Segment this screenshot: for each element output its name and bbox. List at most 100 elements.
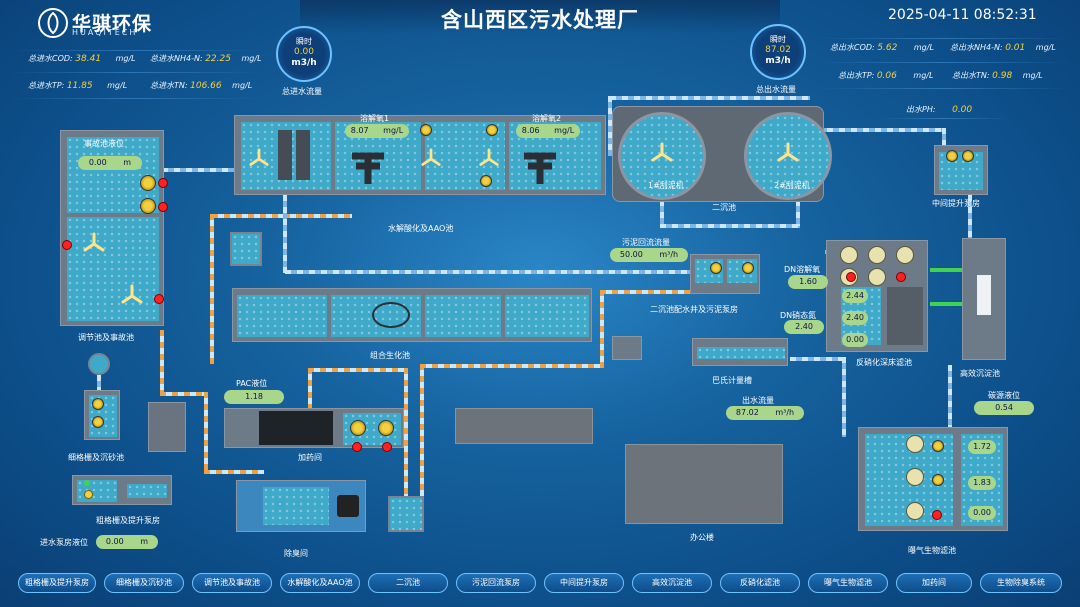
baffle xyxy=(296,130,310,180)
blower-icon[interactable] xyxy=(840,246,858,264)
blower-icon[interactable] xyxy=(868,246,886,264)
pump-icon[interactable] xyxy=(92,416,104,428)
pipe xyxy=(308,368,312,413)
sludge-return-label: 污泥回流流量 xyxy=(622,238,670,247)
dn-do-label: DN溶解氧 xyxy=(784,265,821,274)
nav-coarse-screen[interactable]: 粗格栅及提升泵房 xyxy=(18,573,96,593)
mixer-icon xyxy=(420,148,442,174)
deodor-tank[interactable] xyxy=(388,496,424,532)
pump-icon[interactable] xyxy=(140,198,156,214)
pump-icon[interactable] xyxy=(350,420,366,436)
pump-icon[interactable] xyxy=(420,124,432,136)
status-indicator xyxy=(84,480,90,486)
inlet-flow-caption: 总进水流量 xyxy=(282,87,322,96)
inlet-level-label: 进水泵房液位 xyxy=(40,538,88,547)
sludge-return-value: 50.00 m³/h xyxy=(610,248,688,262)
pipe xyxy=(162,168,234,172)
outlet-flow-label: 出水流量 xyxy=(742,396,774,405)
pipe xyxy=(420,364,424,499)
hi-eff-label: 高效沉淀池 xyxy=(960,369,1000,378)
nav-hi-eff[interactable]: 高效沉淀池 xyxy=(632,573,712,593)
nav-sludge-return[interactable]: 污泥回流泵房 xyxy=(456,573,536,593)
page-title: 含山西区污水处理厂 xyxy=(441,8,639,32)
pipe xyxy=(930,302,962,306)
nav-denitr[interactable]: 反硝化滤池 xyxy=(720,573,800,593)
pipe xyxy=(660,200,664,226)
pipe xyxy=(842,357,846,437)
do2-value: 8.06 mg/L xyxy=(516,124,580,138)
logo-text: 华骐环保 xyxy=(72,13,153,35)
dosing-label: 加药间 xyxy=(298,453,322,462)
nav-aao[interactable]: 水解酸化及AAO池 xyxy=(280,573,360,593)
denitr-value-1: 2.44 xyxy=(842,289,868,303)
blower-icon[interactable] xyxy=(868,268,886,286)
dosing-room[interactable] xyxy=(224,408,404,448)
nav-mid-pump[interactable]: 中间提升泵房 xyxy=(544,573,624,593)
nav-regulating[interactable]: 调节池及事故池 xyxy=(192,573,272,593)
pump-icon[interactable] xyxy=(742,262,754,274)
clarifier2-label: 2#刮泥机 xyxy=(774,181,810,190)
sludge-pump-room[interactable] xyxy=(690,254,760,294)
regulating-tank[interactable] xyxy=(60,130,164,326)
do2-label: 溶解氧2 xyxy=(532,114,562,123)
office-label: 办公楼 xyxy=(690,533,714,542)
pump-icon[interactable] xyxy=(932,440,944,452)
pump-icon[interactable] xyxy=(710,262,722,274)
grit-tank[interactable] xyxy=(88,353,110,375)
pump-icon[interactable] xyxy=(92,398,104,410)
pump-icon[interactable] xyxy=(946,150,958,162)
pump-icon[interactable] xyxy=(140,175,156,191)
mid-pump-room[interactable] xyxy=(934,145,988,195)
nav-secondary[interactable]: 二沉池 xyxy=(368,573,448,593)
clarifier-1[interactable] xyxy=(618,112,706,200)
parshall-flume[interactable] xyxy=(692,338,788,366)
outlet-tp: 总出水TP: 0.06 mg/L xyxy=(838,71,934,81)
nav-fine-screen[interactable]: 细格栅及沉砂池 xyxy=(104,573,184,593)
pump-icon[interactable] xyxy=(962,150,974,162)
deodor-label: 除臭间 xyxy=(284,549,308,558)
combined-bio-tank[interactable] xyxy=(232,288,592,342)
outlet-nh4: 总出水NH4-N: 0.01 mg/L xyxy=(950,43,1056,53)
pipe xyxy=(160,392,205,396)
blower-icon[interactable] xyxy=(906,468,924,486)
pipe xyxy=(660,224,800,228)
pipe xyxy=(610,96,810,100)
mixer-icon xyxy=(478,148,500,174)
pump-icon[interactable] xyxy=(486,124,498,136)
pipe xyxy=(796,200,800,226)
fine-screen-label: 细格栅及沉砂池 xyxy=(68,453,124,462)
hi-eff-tank[interactable] xyxy=(962,238,1006,360)
mixer-icon xyxy=(248,148,270,174)
blower-icon[interactable] xyxy=(906,502,924,520)
pump-icon[interactable] xyxy=(378,420,394,436)
aeration-value-2: 1.83 xyxy=(968,476,996,490)
secondary-label: 二沉池 xyxy=(712,203,736,212)
blower-icon[interactable] xyxy=(906,435,924,453)
pump-icon[interactable] xyxy=(480,175,492,187)
blower-icon[interactable] xyxy=(896,246,914,264)
dn-nitrate-label: DN硝态氮 xyxy=(780,311,817,320)
nav-aeration[interactable]: 曝气生物滤池 xyxy=(808,573,888,593)
deodor-room[interactable] xyxy=(236,480,366,532)
inlet-tp: 总进水TP: 11.85 mg/L xyxy=(28,81,128,91)
aeration-ring xyxy=(372,302,410,328)
small-tank[interactable] xyxy=(230,232,262,266)
carbon-label: 碳源液位 xyxy=(988,391,1020,400)
do1-value: 8.07 mg/L xyxy=(345,124,409,138)
utility-building xyxy=(455,408,593,444)
inlet-nh4: 总进水NH4-N: 22.25 mg/L xyxy=(150,54,262,64)
inlet-level-value: 0.00 m xyxy=(96,535,158,549)
pump-icon[interactable] xyxy=(932,474,944,486)
fine-screen-unit[interactable] xyxy=(84,390,120,440)
nav-dosing[interactable]: 加药间 xyxy=(896,573,972,593)
pipe xyxy=(212,214,352,218)
datetime: 2025-04-11 08:52:31 xyxy=(888,7,1037,23)
dn-do-value: 1.60 xyxy=(788,275,828,289)
nav-deodor[interactable]: 生物除臭系统 xyxy=(980,573,1062,593)
alarm-indicator xyxy=(846,272,856,282)
outlet-tn: 总出水TN: 0.98 mg/L xyxy=(952,71,1043,81)
scraper-icon xyxy=(650,142,674,170)
accident-level-label: 事故池液位 xyxy=(84,139,124,148)
clarifier-2[interactable] xyxy=(744,112,832,200)
denitr-value-3: 0.00 xyxy=(842,333,868,347)
